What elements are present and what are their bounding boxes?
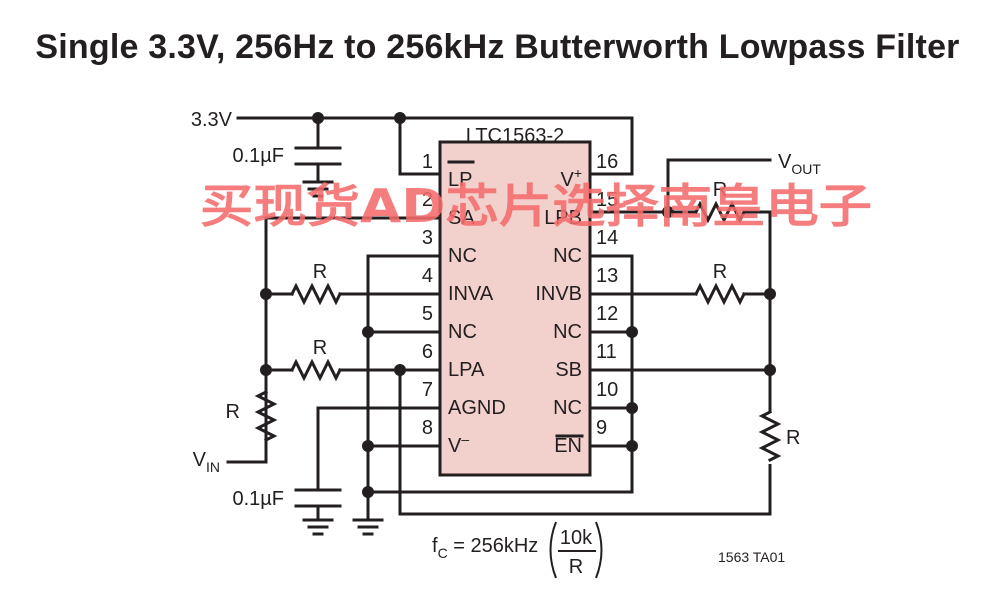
agnd-net: 0.1µF [232,406,442,536]
left-pins: 1 LP 2 SA 3 NC 4 INVA 5 NC 6 LPA 7 AGND … [422,151,506,457]
formula-paren-right [595,521,603,579]
resistor-label: R [713,261,727,283]
resistor-label: R [786,427,800,449]
cap-bottom-label: 0.1µF [232,488,284,510]
pin-4-number: 4 [422,265,433,287]
junction-dot [626,440,638,452]
vin-main: V [193,449,207,471]
pin-2-label: SA [448,207,475,229]
vin-label: VIN [193,449,220,475]
pin-5-label: NC [448,321,477,343]
cutoff-formula: fC = 256kHz 10k R [432,521,603,579]
formula-denominator: R [569,556,583,578]
vin-sub: IN [206,459,220,475]
pin-16-label: V+ [560,165,582,191]
sa-bus: R R R VIN [193,216,442,475]
pin-12-label: NC [553,321,582,343]
formula-paren-left [549,521,557,579]
pin-8-label-sup: – [461,431,469,447]
watermark-text: 买现货AD芯片选择南皇电子 [200,179,872,233]
vout-main: V [778,151,792,173]
junction-dot [394,364,406,376]
cap-top-label: 0.1µF [232,145,284,167]
pin-4-label: INVA [448,283,494,305]
pin-7-number: 7 [422,379,433,401]
pin-16-label-main: V [560,169,574,191]
right-nc-wire [366,254,634,494]
junction-dot [764,364,776,376]
vout-label: VOUT [778,151,821,177]
junction-dot [626,326,638,338]
resistor-label: R [313,261,327,283]
pin-6-label: LPA [448,359,485,381]
ground-net [352,254,638,536]
pin-9-label: EN [554,435,582,457]
pin-14-number: 14 [596,227,618,249]
b-section: VOUT R R R [588,151,821,516]
pin-5-number: 5 [422,303,433,325]
pin-6-number: 6 [422,341,433,363]
vout-wire [588,158,772,214]
pin-10-label: NC [553,397,582,419]
pin-3-number: 3 [422,227,433,249]
vplus-wire [236,116,634,176]
resistor-label: R [713,179,727,201]
formula-f: f [432,535,438,557]
junction-dot [764,288,776,300]
pin-16-number: 16 [596,151,618,173]
resistor-rin [254,389,278,443]
page-title: Single 3.3V, 256Hz to 256kHz Butterworth… [35,28,960,66]
junction-dot [362,326,374,338]
resistor-r2 [289,358,343,382]
pin-1-label: LP [448,169,472,191]
formula-mid: = 256kHz [448,535,539,557]
pin1-wire [398,116,442,176]
ic-body [438,140,592,477]
supply-rail: 3.3V 0.1µF [191,109,634,198]
figure-code: 1563 TA01 [718,549,785,565]
pin-11-label: SB [555,359,582,381]
resistor-rf [693,200,747,224]
resistor-r4 [758,409,782,463]
rf-return [742,210,772,516]
resistor-r1 [289,282,343,306]
resistor-r3 [693,282,747,306]
formula-numerator: 10k [560,527,593,549]
pin-16-label-sup: + [574,165,582,181]
pin-8-number: 8 [422,417,433,439]
pin-13-number: 13 [596,265,618,287]
right-pins: 16 V+ 15 LPB 14 NC 13 INVB 12 NC 11 SB 1… [535,151,618,457]
pin-7-label: AGND [448,397,506,419]
sa-wire [226,216,442,464]
pin-13-label: INVB [535,283,582,305]
formula-lhs: fC = 256kHz [432,535,538,561]
pin-1-number: 1 [422,151,433,173]
pin-2-number: 2 [422,189,433,211]
pin-9-number: 9 [596,417,607,439]
formula-sub: C [438,545,448,561]
supply-label: 3.3V [191,109,233,131]
pin-3-label: NC [448,245,477,267]
resistor-label: R [226,401,240,423]
pin-14-label: NC [553,245,582,267]
vout-sub: OUT [791,161,821,177]
pin-15-label: LPB [544,207,582,229]
pin-12-number: 12 [596,303,618,325]
pin-8-label-main: V [448,435,462,457]
pin-10-number: 10 [596,379,618,401]
resistor-label: R [313,337,327,359]
junction-dot [394,112,406,124]
pin-8-label: V– [448,431,469,457]
junction-dot [626,402,638,414]
gnd-wire [366,254,442,522]
junction-dot [362,440,374,452]
ic-name: LTC1563-2 [466,125,565,147]
pin-11-number: 11 [596,341,617,363]
pin-15-number: 15 [596,189,618,211]
